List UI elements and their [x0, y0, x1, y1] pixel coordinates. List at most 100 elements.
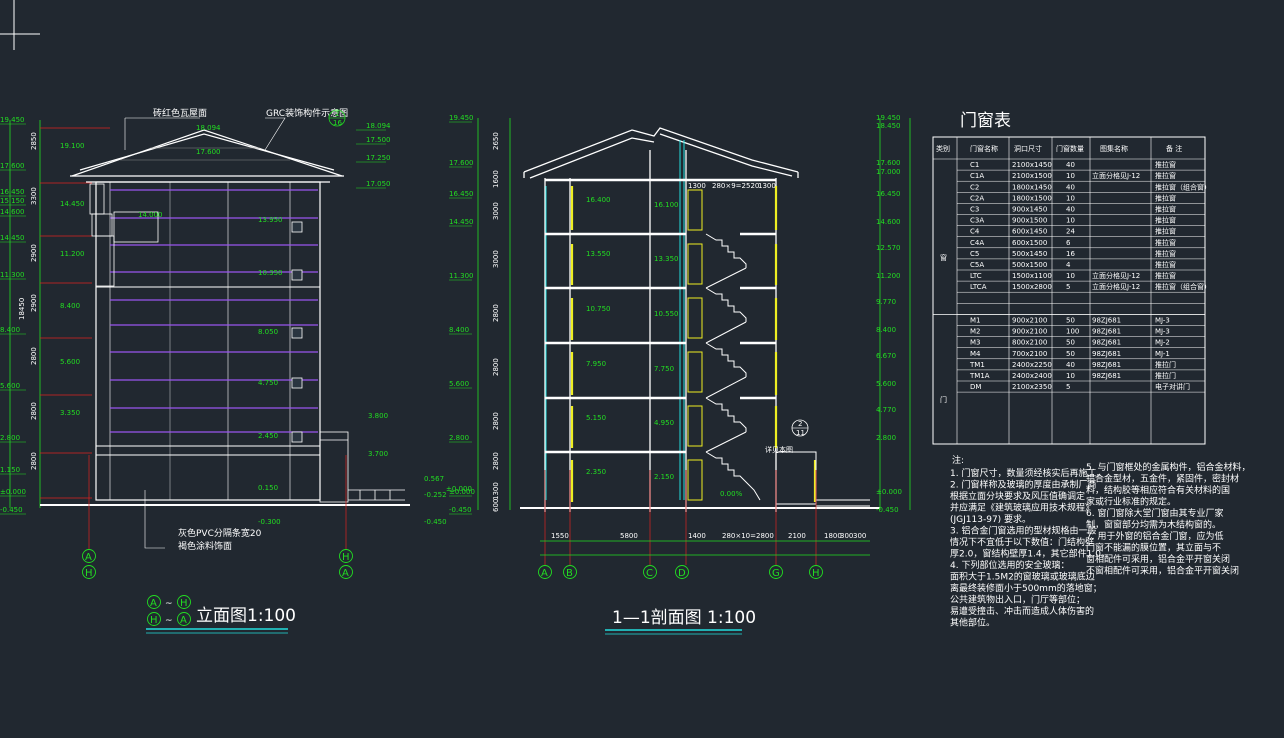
elevation-facade-level-label: 14.450: [60, 200, 85, 208]
base-note-2: 褐色涂料饰面: [178, 540, 232, 552]
notes-block: 注: 1. 门窗尺寸，数量须经核实后再施工。2. 门窗样称及玻璃的厚度由承制厂商…: [950, 454, 1250, 629]
section-bottom-dim-lines: [540, 540, 870, 556]
table-window-cell: 10: [1066, 217, 1075, 225]
section-right-level-label: 16.450: [876, 190, 901, 198]
notes-left-line: 公共建筑物出入口，门厅等部位；: [950, 594, 1085, 606]
table-door-cell: M1: [970, 317, 981, 325]
section-axis-label: C: [646, 568, 653, 579]
section-left-dim-label: 600: [492, 499, 500, 512]
elevation-facade-level-label: 14.000: [138, 211, 163, 219]
table-door-cell: 100: [1066, 328, 1079, 336]
elevation-left-ornament: [89, 183, 159, 287]
section-floor-level-label: 16.400: [586, 196, 611, 204]
notes-right-column: 5. 与门窗框处的金属构件，铝合金材料， 铝合金型材，五金件，紧固件，密封材 料…: [1086, 461, 1250, 577]
section-stair-level-label: 7.750: [654, 365, 674, 373]
table-window-cell: C4A: [970, 239, 984, 247]
section-right-level-label: 6.670: [876, 352, 896, 360]
section-left-dim-label: 1300: [492, 482, 500, 500]
elevation-left-level-label: 11.300: [0, 271, 25, 279]
table-window-cell: 10: [1066, 272, 1075, 280]
table-window-cell: 40: [1066, 206, 1075, 214]
section-right-level-label: 11.200: [876, 272, 901, 280]
section-right-level-label: 2.800: [876, 434, 896, 442]
elevation-left-level-label: 15.150: [0, 197, 25, 205]
table-window-cell: 推拉窗: [1155, 260, 1176, 269]
table-window-cell: 40: [1066, 161, 1075, 169]
notes-left-line: 面积大于1.5M2的窗玻璃或玻璃底边: [950, 571, 1095, 583]
section-left-level-label: 5.600: [449, 380, 469, 388]
notes-left-line: 其他部位。: [950, 617, 995, 629]
elevation-left-level-label: 19.450: [0, 116, 25, 124]
cad-crosshair-cursor: [0, 0, 40, 50]
section-stair-level-label: 16.100: [654, 201, 679, 209]
table-door-cell: 2100x2350: [1012, 383, 1052, 391]
table-window-cell: LTCA: [970, 283, 987, 291]
section-axis-bubble: [675, 565, 689, 579]
elevation-left-level-label: 8.400: [0, 326, 20, 334]
elev-axis-bl2: H: [85, 568, 93, 579]
elevation-right-level-label: 17.500: [366, 136, 391, 144]
table-door-cell: 800x2100: [1012, 339, 1047, 347]
section-right-level-label: 17.600: [876, 159, 901, 167]
section-annex: [775, 451, 870, 507]
table-window-cell: 推拉窗: [1155, 249, 1176, 258]
elev-title-tilde-bottom: ~: [165, 616, 173, 626]
notes-right-line: 5. 与门窗框处的金属构件，铝合金材料，: [1086, 461, 1250, 473]
table-window-cell: 600x1450: [1012, 228, 1047, 236]
elevation-right-level-label: 17.050: [366, 180, 391, 188]
section-bottom-dim-label: 1400: [688, 532, 706, 540]
table-door-cell: 50: [1066, 350, 1075, 358]
floor-note: 0.00%: [720, 490, 743, 498]
stair-note: 详见本图: [765, 445, 793, 454]
notes-right-line: 制，窗窗部分均需为木结构窗的。: [1086, 519, 1221, 531]
table-header-cell: 门窗数量: [1056, 144, 1084, 153]
table-window-cell: 推拉窗: [1155, 238, 1176, 247]
elevation-right-levels: 18.09417.50017.25017.05019.10018.09417.6…: [60, 122, 472, 526]
elevation-left-dim-label: 2800: [30, 402, 38, 420]
section-left-dimension-column: [477, 118, 511, 510]
section-right-level-label: 18.450: [876, 122, 901, 130]
notes-left-line: 4. 下列部位选用的安全玻璃：: [950, 559, 1069, 571]
elevation-leaders: [124, 117, 286, 549]
table-door-cell: 电子对讲门: [1155, 382, 1190, 391]
table-title: 门窗表: [960, 111, 1011, 131]
section-left-level-label: 2.800: [449, 434, 469, 442]
elevation-building-body: [95, 181, 321, 501]
section-stair-top-dim-label: 280×9=2520: [712, 182, 759, 190]
elevation-floor-bands: [110, 189, 318, 433]
elevation-left-dim-label: 2800: [30, 347, 38, 365]
elevation-title: 立面图1:100: [196, 606, 296, 626]
elev-title-axis-from-bottom: H: [150, 615, 158, 626]
table-door-cell: 推拉门: [1155, 360, 1176, 369]
section-stair-level-label: 10.550: [654, 310, 679, 318]
elevation-left-level-label: 1.150: [0, 466, 20, 474]
section-stairs: [705, 233, 761, 501]
table-window-cell: 4: [1066, 261, 1071, 269]
section-stair-level-label: 2.150: [654, 473, 674, 481]
section-right-level-label: 9.770: [876, 298, 896, 306]
table-window-cell: C1: [970, 161, 979, 169]
stair-tag-bottom: 11: [796, 429, 805, 437]
elev-title-tilde-top: ~: [165, 599, 173, 609]
notes-right-line: 6. 窗门窗除大堂门窗由其专业厂家: [1086, 507, 1223, 519]
notes-left-line: 3. 铝合金门窗选用的型材规格由一般: [950, 525, 1096, 537]
table-window-cell: 立面分格见J-12: [1092, 282, 1140, 291]
section-right-level-label: 19.450: [876, 114, 901, 122]
table-door-cell: DM: [970, 383, 981, 391]
table-window-cell: C4: [970, 228, 980, 236]
section-bottom-dim-label: 300: [853, 532, 866, 540]
table-window-cell: 推拉窗: [1155, 216, 1176, 225]
elevation-facade-level-label: 2.450: [258, 432, 278, 440]
notes-left-line: 1. 门窗尺寸，数量须经核实后再施工。: [950, 467, 1105, 479]
section-drawing: 19.45017.60016.45014.45011.3008.4005.600…: [449, 114, 911, 635]
elevation-left-level-label: ±0.000: [0, 488, 26, 496]
section-axis-bubble: [809, 565, 823, 579]
table-window-cell: 推拉窗: [1155, 227, 1176, 236]
notes-left-line: 易遭受撞击、冲击而造成人体伤害的: [950, 605, 1094, 617]
section-left-dim-label: 1600: [492, 170, 500, 188]
